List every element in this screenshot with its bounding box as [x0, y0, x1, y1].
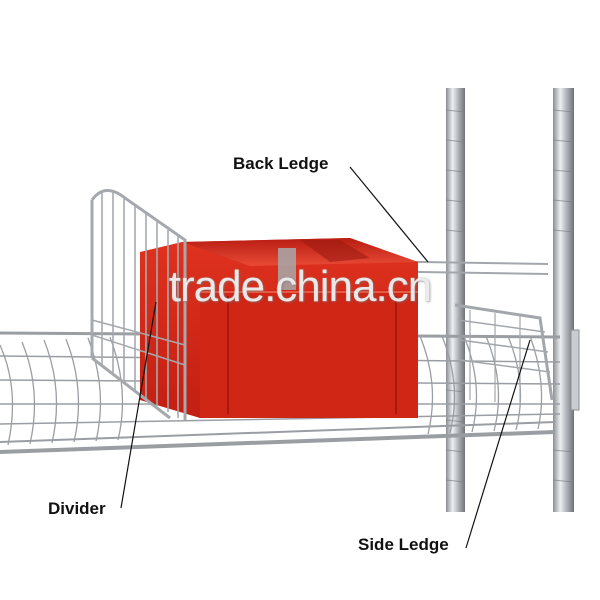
label-side-ledge: Side Ledge — [358, 535, 449, 554]
post-right — [553, 88, 574, 512]
label-back-ledge: Back Ledge — [233, 154, 329, 173]
leader-side-ledge — [465, 339, 531, 549]
wire-divider — [90, 189, 187, 420]
leader-back-ledge — [349, 166, 429, 263]
shelf-posts — [445, 88, 575, 512]
red-bin — [140, 238, 418, 418]
side-ledge — [454, 303, 580, 411]
label-divider: Divider — [48, 499, 106, 518]
post-left — [446, 88, 465, 512]
leader-divider — [120, 301, 157, 509]
callout-leaders — [120, 166, 531, 549]
